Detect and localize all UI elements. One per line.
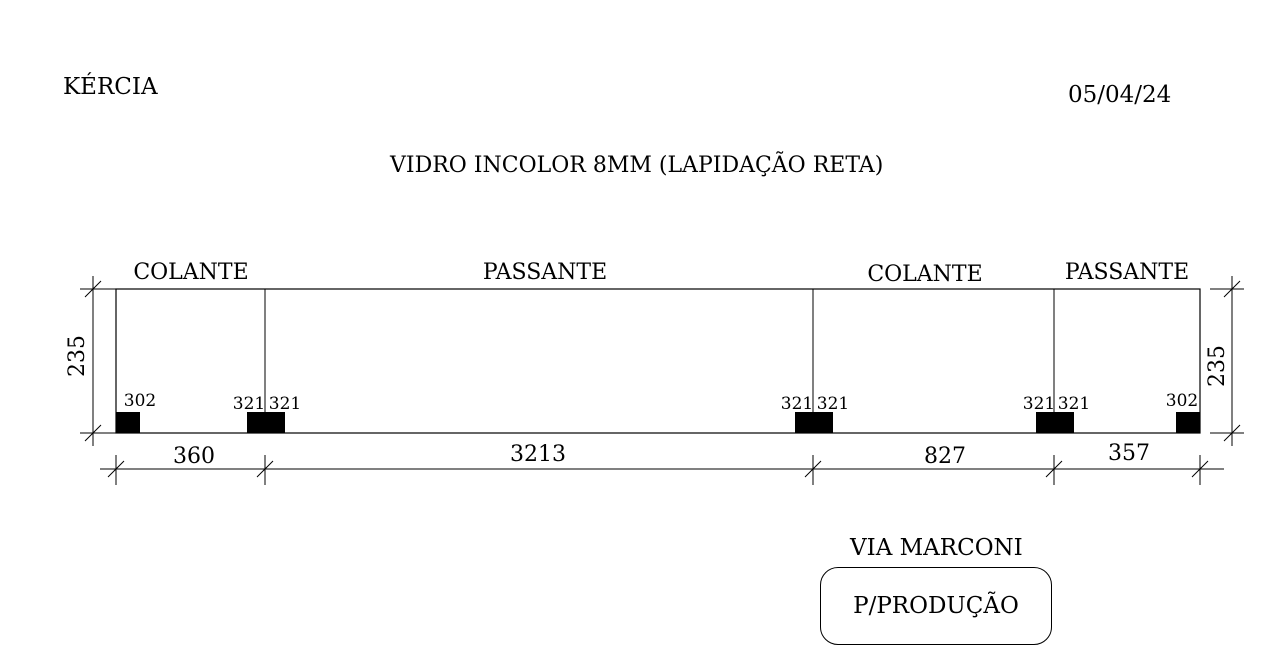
street-name: VIA MARCONI bbox=[850, 535, 1023, 561]
panel-type-label: COLANTE bbox=[133, 260, 248, 285]
hinge-block bbox=[795, 412, 813, 433]
production-status-label: P/PRODUÇÃO bbox=[853, 593, 1019, 619]
dimension-slash bbox=[1191, 460, 1209, 478]
client-name: KÉRCIA bbox=[63, 74, 158, 100]
panel-type-label: PASSANTE bbox=[483, 260, 607, 285]
panel-type-label: PASSANTE bbox=[1065, 260, 1189, 285]
hinge-block bbox=[1176, 412, 1200, 433]
panel-width-label: 357 bbox=[1108, 441, 1150, 466]
dimension-slash bbox=[804, 460, 822, 478]
panel-width-label: 3213 bbox=[510, 442, 566, 467]
panel-width-label: 827 bbox=[924, 444, 966, 469]
height-label-right: 235 bbox=[1205, 345, 1230, 387]
hinge-code-label: 321 bbox=[817, 394, 849, 414]
production-status-badge: P/PRODUÇÃO bbox=[820, 567, 1052, 645]
hinge-block bbox=[116, 412, 140, 433]
panel-width-label: 360 bbox=[173, 444, 215, 469]
height-label-left: 235 bbox=[65, 335, 90, 377]
dimension-slash bbox=[256, 460, 274, 478]
hinge-block bbox=[265, 412, 285, 433]
order-date: 05/04/24 bbox=[1068, 82, 1172, 108]
hinge-code-label: 302 bbox=[1166, 391, 1198, 411]
height-dimension-right: 235 bbox=[1205, 276, 1244, 446]
glass-outline bbox=[115, 288, 1201, 434]
hinge-code-label: 321 bbox=[781, 394, 813, 414]
hinge-block bbox=[1036, 412, 1054, 433]
hinge-block bbox=[813, 412, 833, 433]
hinge-block bbox=[247, 412, 265, 433]
hinge-code-label: 321 bbox=[233, 394, 265, 414]
hinge-block bbox=[1054, 412, 1074, 433]
hinge-code-label: 321 bbox=[1023, 394, 1055, 414]
dimension-slash bbox=[1045, 460, 1063, 478]
glass-spec-title: VIDRO INCOLOR 8MM (LAPIDAÇÃO RETA) bbox=[390, 153, 884, 178]
hinge-code-label: 302 bbox=[124, 391, 156, 411]
panel-type-label: COLANTE bbox=[867, 262, 982, 287]
hinge-code-label: 321 bbox=[269, 394, 301, 414]
height-dimension-left: 235 bbox=[65, 276, 116, 446]
hinge-code-label: 321 bbox=[1058, 394, 1090, 414]
dimension-slash bbox=[107, 460, 125, 478]
